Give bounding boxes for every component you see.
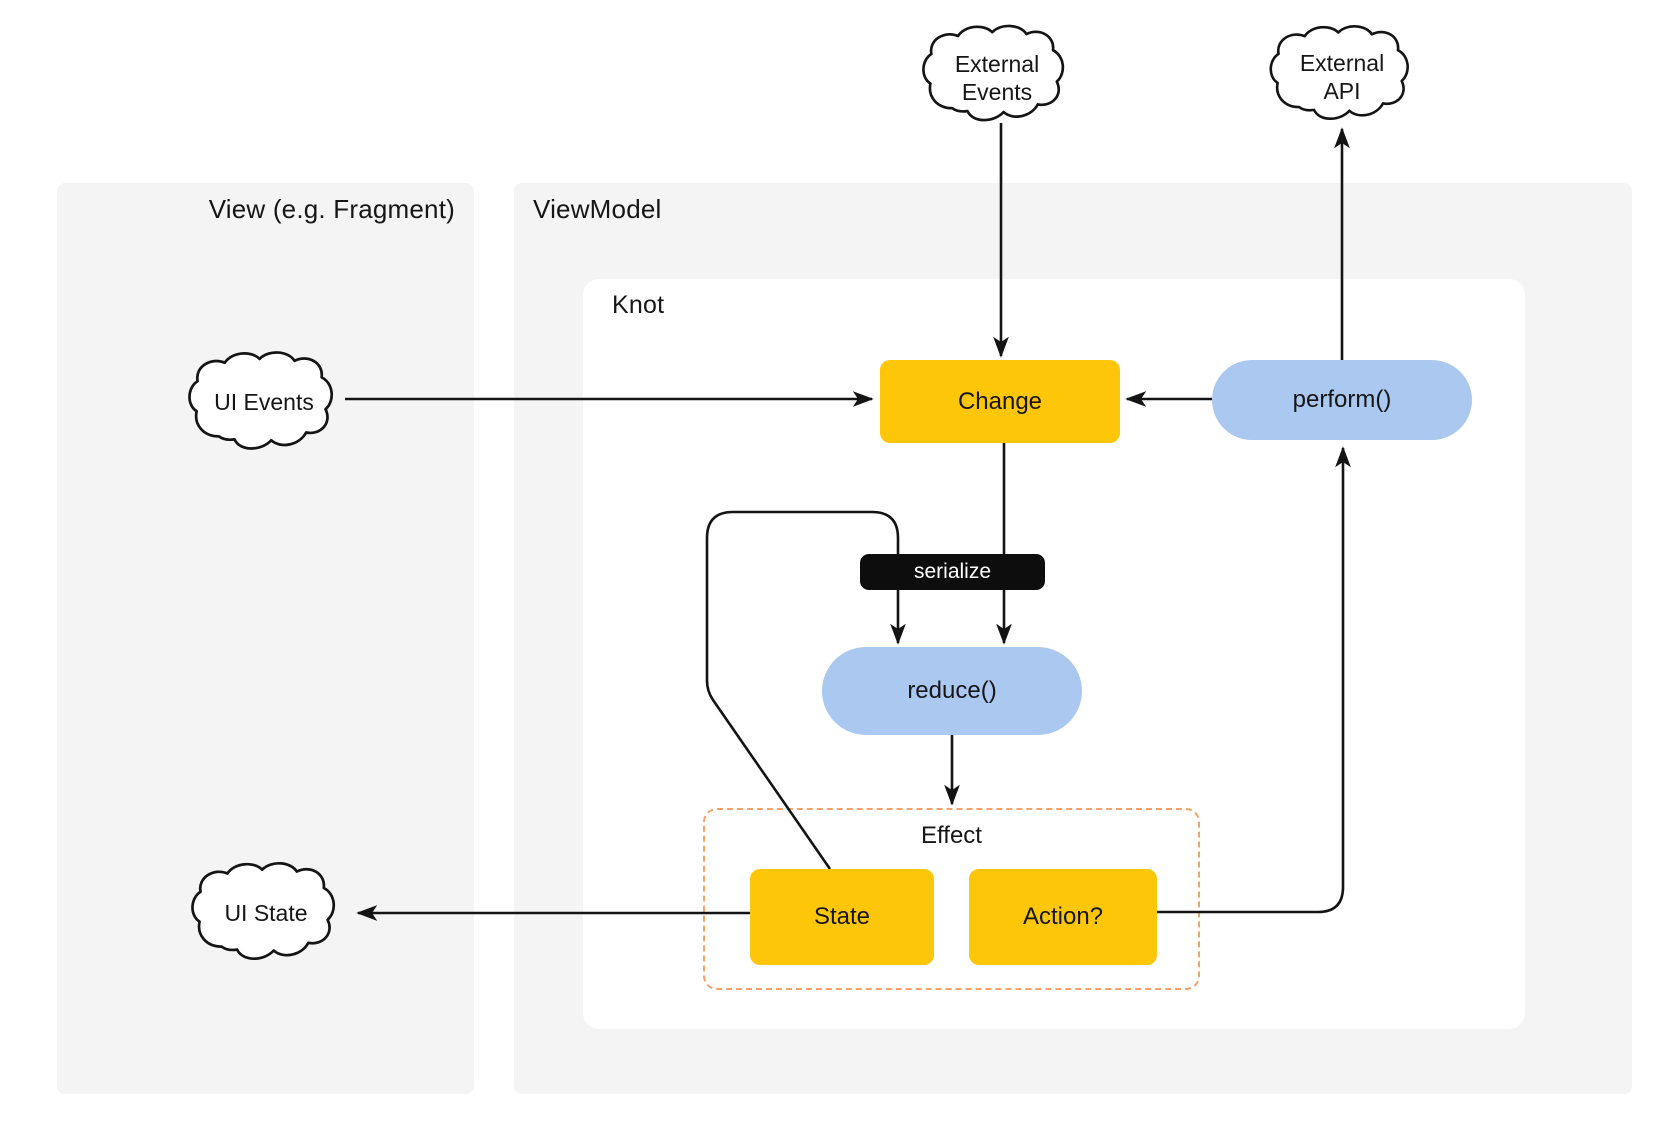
external-api-label-line1: External bbox=[1300, 50, 1384, 76]
external-api-label-line2: API bbox=[1323, 78, 1360, 104]
action-node: Action? bbox=[969, 869, 1157, 965]
state-node: State bbox=[750, 869, 934, 965]
view-panel bbox=[57, 183, 474, 1094]
external-api-cloud: External API bbox=[1269, 25, 1409, 121]
effect-group-label: Effect bbox=[921, 822, 982, 849]
external-events-cloud: External Events bbox=[922, 24, 1065, 122]
reduce-node: reduce() bbox=[822, 647, 1082, 735]
external-events-label-line1: External bbox=[955, 51, 1039, 77]
view-panel-title: View (e.g. Fragment) bbox=[208, 194, 455, 224]
serialize-node: serialize bbox=[860, 554, 1045, 590]
knot-title: Knot bbox=[612, 291, 665, 319]
perform-node: perform() bbox=[1212, 360, 1472, 440]
external-events-label-line2: Events bbox=[962, 79, 1032, 105]
viewmodel-panel-title: ViewModel bbox=[533, 194, 662, 224]
change-node: Change bbox=[880, 360, 1120, 443]
